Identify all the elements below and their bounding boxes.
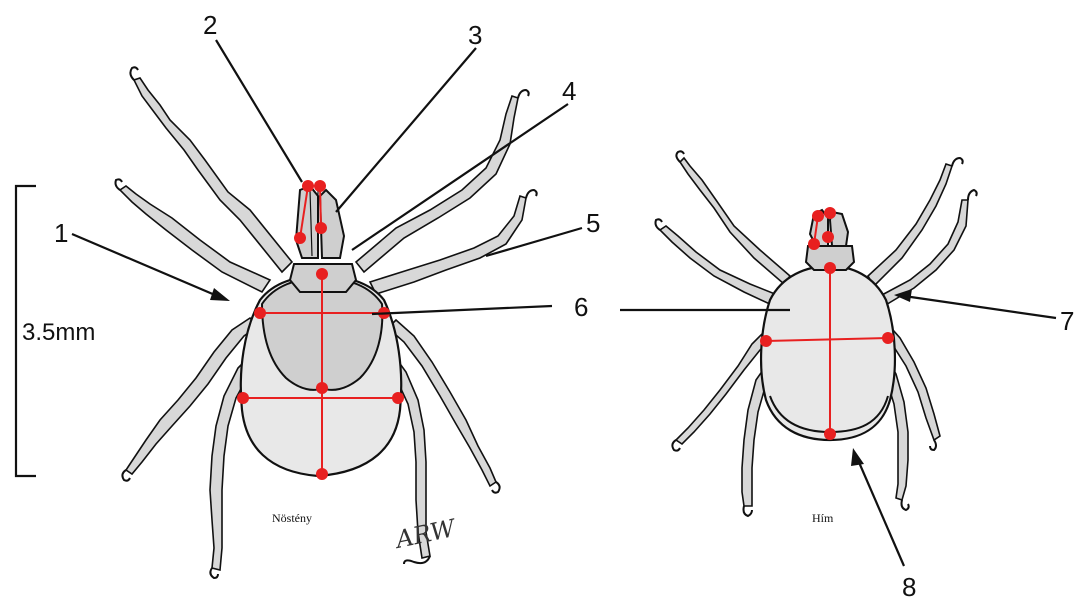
leader-3 (336, 48, 476, 212)
callout-8: 8 (902, 572, 916, 602)
artist-signature: ARW (391, 514, 459, 555)
male-marker (808, 238, 820, 250)
scale-bar-label: 3.5mm (22, 319, 95, 346)
female-caption: Nöstény (272, 511, 312, 525)
callout-3: 3 (468, 20, 482, 50)
female-marker (316, 468, 328, 480)
leader-6-left (372, 306, 552, 314)
male-marker (760, 335, 772, 347)
male-marker (822, 231, 834, 243)
male-marker (824, 428, 836, 440)
callout-numbers: 1 2 3 4 5 6 7 8 (54, 10, 1074, 602)
female-marker (316, 268, 328, 280)
callout-1: 1 (54, 218, 68, 248)
female-tick: Nöstény ARW (116, 67, 537, 578)
male-tick: Hím (656, 151, 977, 525)
female-marker (254, 307, 266, 319)
male-marker (824, 262, 836, 274)
callout-7: 7 (1060, 306, 1074, 336)
leader-7 (904, 296, 1056, 318)
callout-5: 5 (586, 208, 600, 238)
female-marker (314, 180, 326, 192)
female-marker (237, 392, 249, 404)
male-marker (812, 210, 824, 222)
female-hypostome-line (320, 186, 321, 228)
leader-4 (352, 104, 568, 250)
male-marker (882, 332, 894, 344)
arrowhead-1 (210, 288, 230, 301)
callout-6: 6 (574, 292, 588, 322)
arrowhead-8 (851, 448, 864, 466)
callout-2: 2 (203, 10, 217, 40)
female-marker (315, 222, 327, 234)
callout-4: 4 (562, 76, 576, 106)
female-marker (316, 382, 328, 394)
leader-8 (858, 460, 904, 566)
female-marker (302, 180, 314, 192)
male-marker (824, 207, 836, 219)
male-caption: Hím (812, 511, 834, 525)
female-marker (392, 392, 404, 404)
leader-2 (216, 40, 302, 182)
female-marker (294, 232, 306, 244)
